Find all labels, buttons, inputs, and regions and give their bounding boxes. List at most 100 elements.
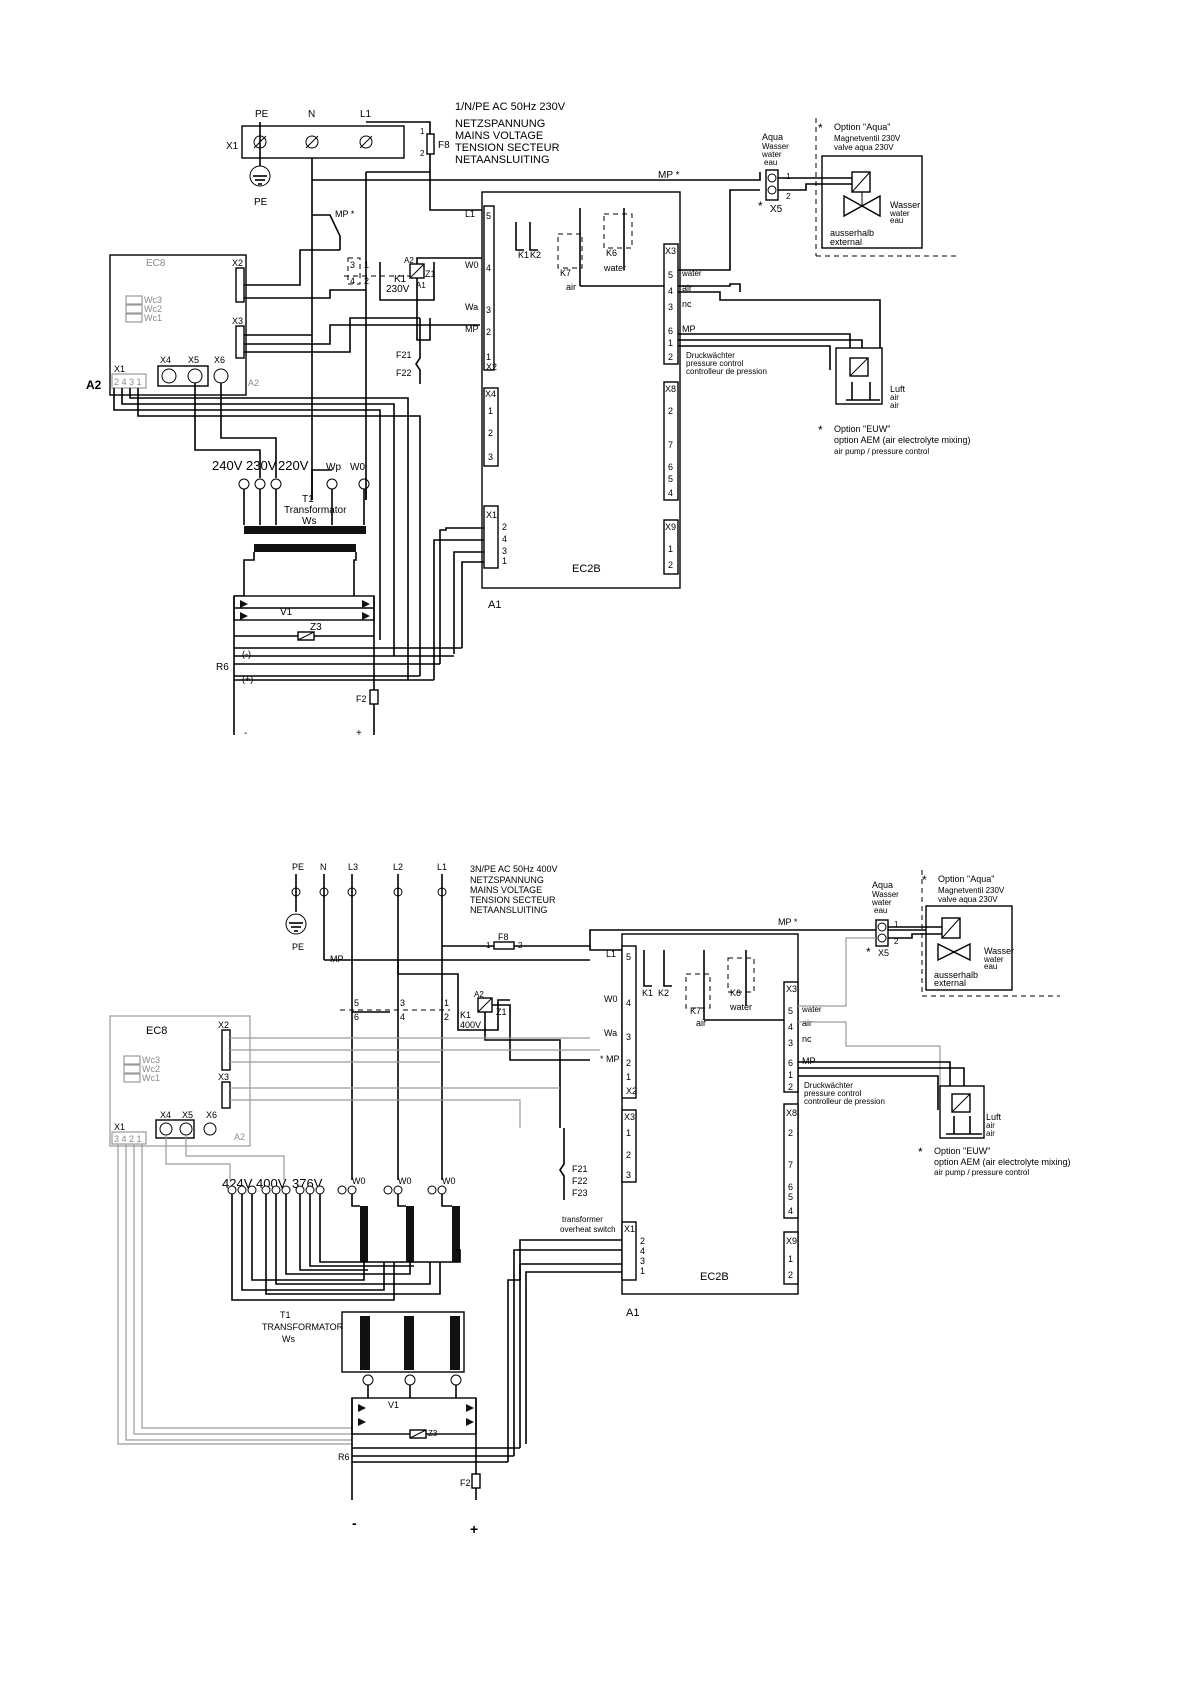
svg-text:2: 2	[894, 937, 899, 946]
svg-text:*: *	[922, 873, 927, 887]
svg-text:NETZSPANNUNG: NETZSPANNUNG	[455, 118, 545, 130]
svg-text:N: N	[320, 862, 327, 872]
svg-text:water: water	[761, 150, 782, 159]
svg-text:-: -	[244, 728, 247, 739]
option-aqua-block-bottom: Aqua Wasser water eau 1 2 * X5 * Option …	[798, 870, 1060, 1007]
svg-text:1: 1	[364, 260, 369, 270]
svg-text:X6: X6	[206, 1110, 217, 1120]
svg-text:* MP: * MP	[600, 1054, 620, 1064]
svg-text:external: external	[830, 237, 862, 247]
svg-text:Ws: Ws	[302, 516, 316, 527]
svg-text:V1: V1	[280, 607, 293, 618]
svg-text:MP: MP	[465, 324, 479, 334]
wc-indicators: Wc3 Wc2 Wc1	[125, 295, 162, 323]
svg-text:Wc1: Wc1	[142, 1073, 160, 1083]
svg-text:NETAANSLUITING: NETAANSLUITING	[470, 905, 547, 915]
svg-text:L2: L2	[393, 862, 403, 872]
svg-text:6: 6	[788, 1182, 793, 1192]
svg-text:X5: X5	[878, 948, 889, 958]
svg-text:5: 5	[668, 270, 673, 280]
svg-text:1: 1	[488, 406, 493, 416]
svg-text:nc: nc	[802, 1034, 812, 1044]
svg-text:external: external	[934, 978, 966, 988]
svg-text:pressure control: pressure control	[804, 1089, 862, 1098]
svg-text:T1: T1	[302, 494, 314, 505]
svg-text:X5: X5	[182, 1110, 193, 1120]
thermal-switches-f21-f23: F21 F22 F23 transformer overheat switch	[559, 1128, 616, 1234]
svg-text:4: 4	[502, 534, 507, 544]
svg-text:5: 5	[668, 474, 673, 484]
svg-text:3: 3	[668, 302, 673, 312]
pe-bottom-label: PE	[254, 197, 268, 208]
svg-text:MAINS VOLTAGE: MAINS VOLTAGE	[470, 885, 542, 895]
svg-text:220V: 220V	[278, 458, 309, 473]
svg-text:valve aqua 230V: valve aqua 230V	[834, 143, 894, 152]
svg-text:option AEM (air electrolyte mi: option AEM (air electrolyte mixing)	[834, 435, 971, 445]
svg-text:X1: X1	[624, 1224, 635, 1234]
svg-text:4: 4	[668, 488, 673, 498]
water-valve-icon	[937, 942, 971, 962]
svg-text:F22: F22	[396, 368, 412, 378]
svg-text:Wa: Wa	[465, 302, 478, 312]
svg-text:Option "Aqua": Option "Aqua"	[834, 122, 890, 132]
svg-text:Luft: Luft	[890, 384, 906, 394]
svg-text:MP *: MP *	[658, 170, 680, 181]
svg-text:1: 1	[486, 352, 491, 362]
svg-text:L1: L1	[606, 949, 616, 959]
svg-text:2: 2	[626, 1058, 631, 1068]
svg-text:Transformator: Transformator	[284, 505, 347, 516]
svg-text:2: 2	[364, 276, 369, 286]
svg-text:TRANSFORMATOR: TRANSFORMATOR	[262, 1322, 344, 1332]
svg-text:A2: A2	[234, 1132, 245, 1142]
svg-text:eau: eau	[984, 962, 997, 971]
svg-text:W0: W0	[398, 1176, 412, 1186]
svg-text:2 4 3 1: 2 4 3 1	[114, 377, 142, 387]
svg-text:ausserhalb: ausserhalb	[830, 228, 874, 238]
rectifier-v1: V1 Z3	[233, 595, 375, 641]
svg-text:Magnetventil 230V: Magnetventil 230V	[834, 134, 901, 143]
svg-text:2: 2	[626, 1150, 631, 1160]
svg-text:water: water	[889, 209, 910, 218]
svg-text:eau: eau	[890, 216, 903, 225]
svg-text:K1: K1	[394, 274, 407, 285]
supply-title-block: 1/N/PE AC 50Hz 230V NETZSPANNUNG MAINS V…	[455, 101, 566, 166]
option-aqua-block: Aqua Wasser water eau 1 2 * X5 * Option …	[678, 118, 960, 271]
svg-text:MP: MP	[682, 324, 696, 334]
pe-label: PE	[255, 109, 269, 120]
svg-text:6: 6	[668, 326, 673, 336]
svg-text:K2: K2	[658, 988, 669, 998]
svg-text:overheat switch: overheat switch	[560, 1225, 616, 1234]
svg-text:F22: F22	[572, 1176, 588, 1186]
svg-text:2: 2	[444, 1012, 449, 1022]
svg-text:5: 5	[486, 211, 491, 221]
svg-text:-: -	[352, 1515, 357, 1531]
n-label: N	[308, 109, 315, 120]
air-pump-icon	[846, 382, 880, 401]
svg-text:2: 2	[788, 1270, 793, 1280]
ground-icon	[253, 175, 267, 185]
svg-text:2: 2	[420, 149, 425, 158]
svg-text:L3: L3	[348, 862, 358, 872]
svg-text:X4: X4	[485, 389, 496, 399]
svg-text:X8: X8	[665, 384, 676, 394]
svg-text:4: 4	[668, 286, 673, 296]
svg-text:air: air	[986, 1129, 995, 1138]
svg-text:Option "EUW": Option "EUW"	[934, 1146, 990, 1156]
air-pump-icon	[946, 1116, 982, 1135]
svg-text:1: 1	[788, 1070, 793, 1080]
ec2b-board-a1-bottom: EC2B A1 L1 5 W0 4 Wa 3 * MP 2 1 X2 X3 1 …	[600, 933, 885, 1319]
svg-text:MP *: MP *	[335, 209, 355, 219]
svg-text:Wc3: Wc3	[144, 295, 162, 305]
svg-text:4: 4	[788, 1022, 793, 1032]
f8-label: F8	[438, 140, 450, 151]
ec8-module-bottom: EC8 X2 X3 Wc3 Wc2 Wc1 X4 X5 X6 A2 X1 3 4…	[109, 1015, 251, 1147]
svg-text:5: 5	[354, 998, 359, 1008]
svg-text:1: 1	[626, 1128, 631, 1138]
svg-text:2: 2	[502, 522, 507, 532]
svg-text:R6: R6	[216, 662, 229, 673]
svg-text:air pump / pressure control: air pump / pressure control	[834, 447, 929, 456]
thermal-switches-f21-f22: F21 F22	[396, 318, 421, 384]
svg-text:X2: X2	[218, 1020, 229, 1030]
svg-text:1: 1	[626, 1072, 631, 1082]
